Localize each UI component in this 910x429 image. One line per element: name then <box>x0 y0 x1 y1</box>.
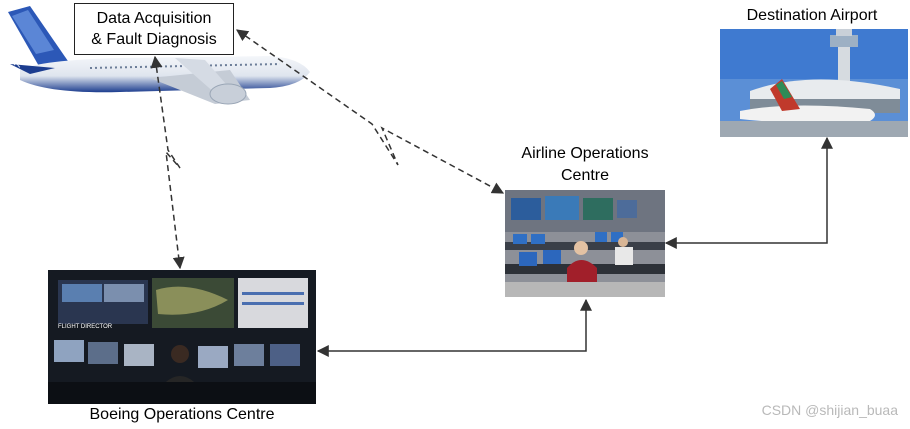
airline-ops-line2: Centre <box>560 167 610 184</box>
watermark: CSDN @shijian_buaa <box>761 402 898 418</box>
edge-boeing-airline <box>316 298 592 357</box>
airline-ops-image <box>505 190 665 297</box>
airline-ops-line1: Airline Operations <box>521 145 649 162</box>
data-acquisition-line2: & Fault Diagnosis <box>91 31 217 48</box>
data-acquisition-node: Data Acquisition & Fault Diagnosis <box>74 3 234 55</box>
edge-airline-daq <box>236 29 505 194</box>
boeing-ops-label: Boeing Operations Centre <box>89 406 275 423</box>
boeing-screen-text: FLIGHT DIRECTOR <box>58 324 113 330</box>
boeing-ops-image: FLIGHT DIRECTOR <box>48 270 316 404</box>
destination-airport-label: Destination Airport <box>746 7 878 24</box>
airline-ops-title: Airline Operations Centre <box>490 143 680 187</box>
edge-aircraft-boeing <box>150 55 185 270</box>
edge-airline-airport <box>664 136 833 249</box>
data-acquisition-line1: Data Acquisition <box>96 10 212 27</box>
destination-airport-image <box>720 29 908 137</box>
